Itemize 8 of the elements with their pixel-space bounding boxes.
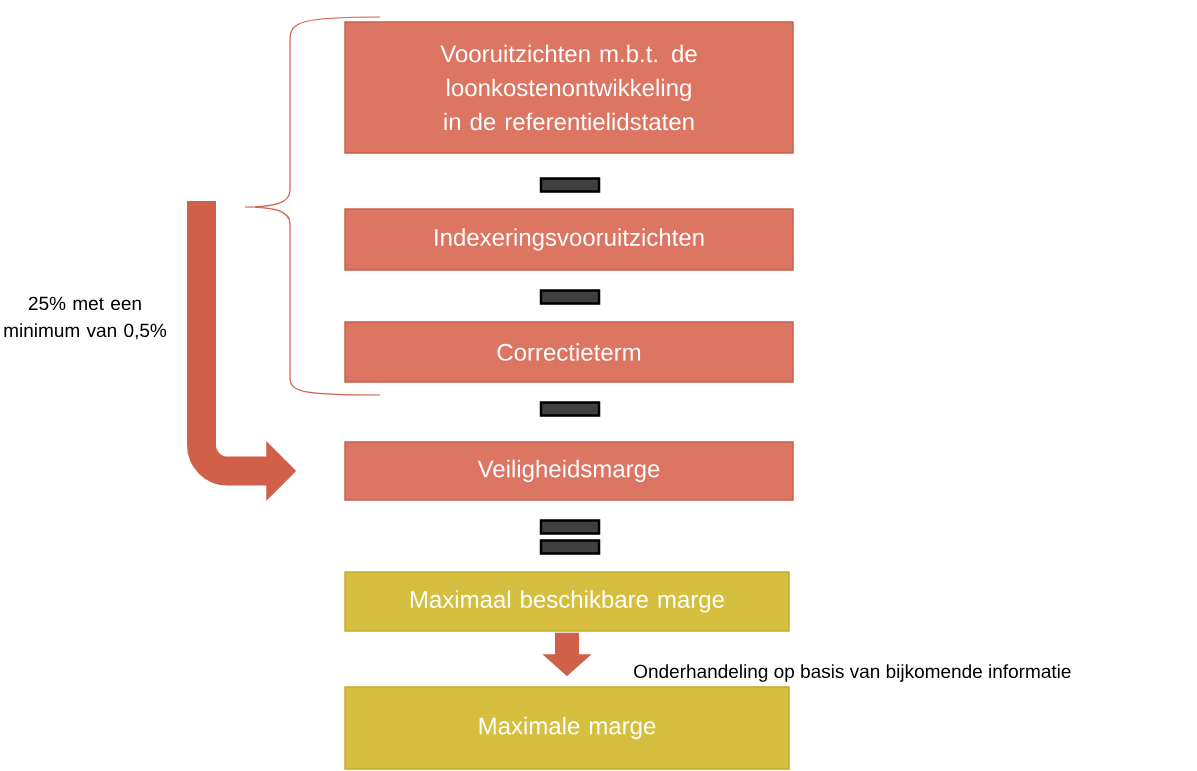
process-box: Vooruitzichten m.b.t. de loonkostenontwikkeling in de referentielidstaten	[344, 21, 794, 154]
process-box: Veiligheidsmarge	[344, 441, 794, 501]
process-box: Maximaal beschikbare marge	[344, 571, 790, 632]
process-box: Indexeringsvooruitzichten	[344, 208, 794, 271]
process-box: Correctieterm	[344, 321, 794, 383]
edge-label: 25% met een minimum van 0,5%	[4, 296, 167, 340]
process-box: Maximale marge	[344, 686, 790, 770]
edge-label: Onderhandeling op basis van bijkomende informatie	[634, 664, 1071, 682]
